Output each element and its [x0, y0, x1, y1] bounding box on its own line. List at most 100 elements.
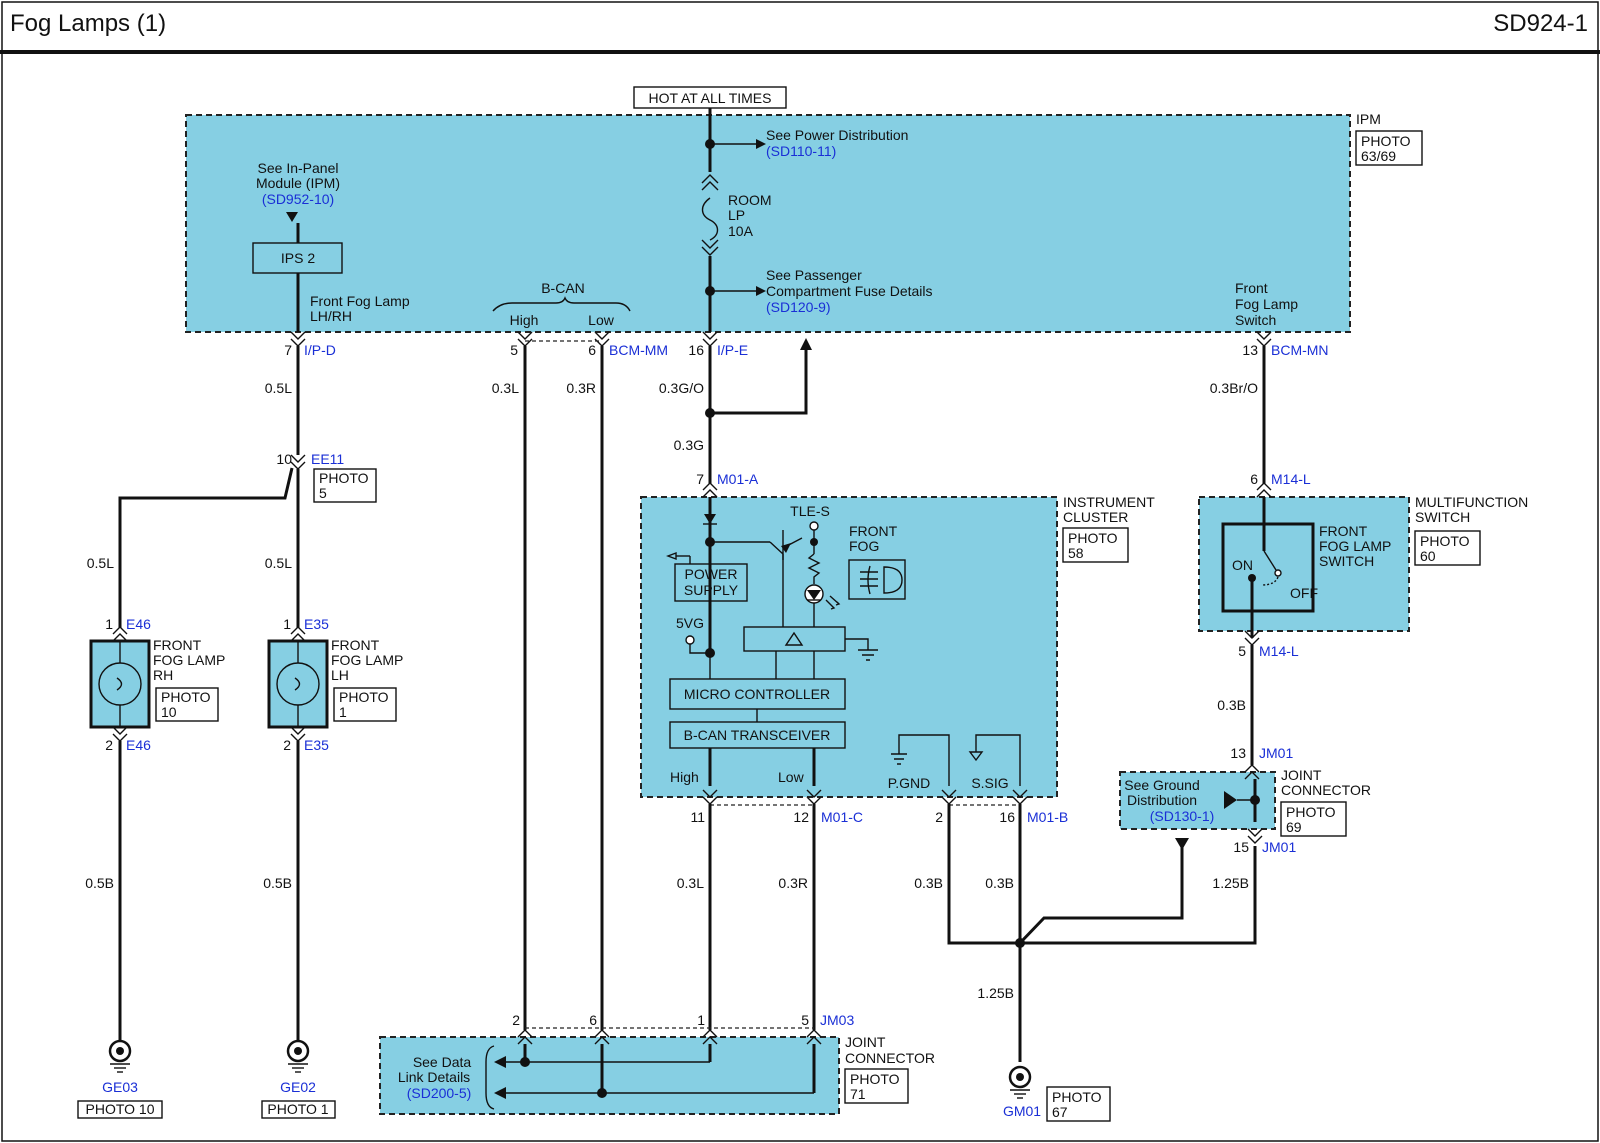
pin-m01b-label: M01-B: [1027, 809, 1068, 825]
see-passenger-line2: Compartment Fuse Details: [766, 283, 933, 299]
wire-label-0.3l-b: 0.3L: [677, 875, 704, 891]
bcan-transceiver-label: B-CAN TRANSCEIVER: [684, 727, 831, 743]
see-power-distribution: See Power Distribution: [766, 127, 908, 143]
pin-m14l-5: 5: [1238, 643, 1246, 659]
pin-m01a-number: 7: [696, 471, 704, 487]
fuse-name-line1: ROOM: [728, 192, 772, 208]
pin-ee11-label: EE11: [311, 451, 344, 467]
pin-m01a-label: M01-A: [717, 471, 759, 487]
pin-jm03-1: 1: [697, 1012, 705, 1028]
power-supply-box: [674, 563, 748, 602]
switch-off-label: OFF: [1290, 585, 1318, 601]
bulb-lh-icon: [276, 662, 320, 706]
resistor-icon: [807, 553, 821, 584]
e35-photo-box: [333, 687, 397, 722]
ground-gm01-icon: [1008, 1065, 1032, 1099]
ee11-photo-line1: PHOTO: [319, 470, 369, 486]
jm03-connector-box: [379, 1036, 840, 1115]
cluster-high-label: High: [670, 769, 699, 785]
e46-photo-line2: 10: [161, 704, 177, 720]
wire-label-0.5l-c: 0.5L: [265, 555, 292, 571]
ips2-label: IPS 2: [281, 250, 315, 266]
pin-m01c-label: M01-C: [821, 809, 863, 825]
wire-label-0.3b-b: 0.3B: [985, 875, 1014, 891]
pin-m01c-12: 12: [793, 809, 809, 825]
ee11-photo-box: [313, 468, 377, 503]
mfs-label-line1: MULTIFUNCTION: [1415, 494, 1528, 510]
ge02-photo-label: PHOTO 1: [267, 1101, 328, 1117]
gm01-photo-line1: PHOTO: [1052, 1089, 1102, 1105]
diagram-code: SD924-1: [1493, 10, 1588, 37]
mfs-photo-line2: 60: [1420, 548, 1436, 564]
ground-dist-arrow: [1175, 838, 1189, 850]
ee11-photo-line2: 5: [319, 485, 327, 501]
see-ground-line1: See Ground: [1124, 777, 1200, 793]
pin-bcm-mm-label: BCM-MM: [609, 342, 668, 358]
gm01-photo-box: [1046, 1086, 1111, 1122]
pin-bcm-mn-number: 13: [1242, 342, 1258, 358]
fuse-name-line2: LP: [728, 207, 745, 223]
wire-label-1.25b-a: 1.25B: [977, 985, 1014, 1001]
cluster-photo-box: [1062, 527, 1129, 563]
ge02-photo-box: [261, 1100, 336, 1119]
front-fog-line2: FOG: [849, 538, 879, 554]
multifunction-switch-box: [1198, 496, 1410, 632]
power-supply-line2: SUPPLY: [684, 582, 739, 598]
see-ipm-ref-link[interactable]: (SD952-10): [262, 191, 334, 207]
pin-e35-label-top: E35: [304, 616, 329, 632]
mfs-photo-box: [1414, 530, 1481, 566]
pin-m01b-2: 2: [935, 809, 943, 825]
lamp-rh-line1: FRONT: [153, 637, 202, 653]
ee11-connector: [290, 454, 306, 470]
pin-ipe-label: I/P-E: [717, 342, 748, 358]
bulb-rh-filament: [116, 677, 123, 691]
wire-label-0.5l-b: 0.5L: [87, 555, 114, 571]
pin-jm03-label: JM03: [820, 1012, 854, 1028]
wire-label-0.5b-b: 0.5B: [263, 875, 292, 891]
front-fog-lamp-line1: Front Fog Lamp: [310, 293, 410, 309]
see-data-line2: Link Details: [398, 1069, 470, 1085]
pin-jm01-15: 15: [1233, 839, 1249, 855]
see-ground-ref-link[interactable]: (SD130-1): [1150, 808, 1215, 824]
lamp-rh-line2: FOG LAMP: [153, 652, 225, 668]
wire-label-0.3b-a: 0.3B: [914, 875, 943, 891]
pin-e46-label-top: E46: [126, 616, 151, 632]
switch-on-label: ON: [1232, 557, 1253, 573]
pin-jm01-13: 13: [1230, 745, 1246, 761]
bulb-lh-filament: [294, 677, 301, 691]
e35-photo-line1: PHOTO: [339, 689, 389, 705]
pin-e46-label-bottom: E46: [126, 737, 151, 753]
front-fog-telltale-box: [848, 559, 906, 600]
jm03-label-line2: CONNECTOR: [845, 1050, 935, 1066]
jm01-label-line2: CONNECTOR: [1281, 782, 1371, 798]
jm01-photo-line1: PHOTO: [1286, 804, 1336, 820]
jm01-photo-line2: 69: [1286, 819, 1302, 835]
ground-gm01-label: GM01: [1003, 1103, 1041, 1119]
see-data-ref-link[interactable]: (SD200-5): [407, 1085, 472, 1101]
bcan-high-label: High: [510, 312, 539, 328]
see-data-line1: See Data: [413, 1054, 472, 1070]
ssig-label: S.SIG: [971, 775, 1008, 791]
see-passenger-ref-link[interactable]: (SD120-9): [766, 299, 831, 315]
pin-e46-1: 1: [105, 616, 113, 632]
see-ipm-line2: Module (IPM): [256, 175, 340, 191]
ipm-label: IPM: [1356, 111, 1381, 127]
wire-label-0.3b-c: 0.3B: [1217, 697, 1246, 713]
fog-switch-line3: Switch: [1235, 312, 1276, 328]
fog-switch-line1: Front: [1235, 280, 1268, 296]
pin-jm03-6: 6: [589, 1012, 597, 1028]
switch-contact-icon: [1263, 550, 1277, 571]
jm03-photo-line2: 71: [850, 1086, 866, 1102]
pin-m14l-6: 6: [1250, 471, 1258, 487]
fuse-symbol: [701, 197, 719, 241]
front-fog-icon: [860, 565, 903, 595]
power-supply-line1: POWER: [685, 566, 738, 582]
wire-label-0.5l-a: 0.5L: [265, 380, 292, 396]
ge03-photo-box: [77, 1100, 163, 1119]
see-power-ref-link[interactable]: (SD110-11): [766, 143, 836, 159]
wire-label-0.3r-a: 0.3R: [566, 380, 596, 396]
e46-photo-box: [155, 687, 219, 722]
pin-e35-label-bottom: E35: [304, 737, 329, 753]
ssig-trace: [975, 734, 1021, 786]
